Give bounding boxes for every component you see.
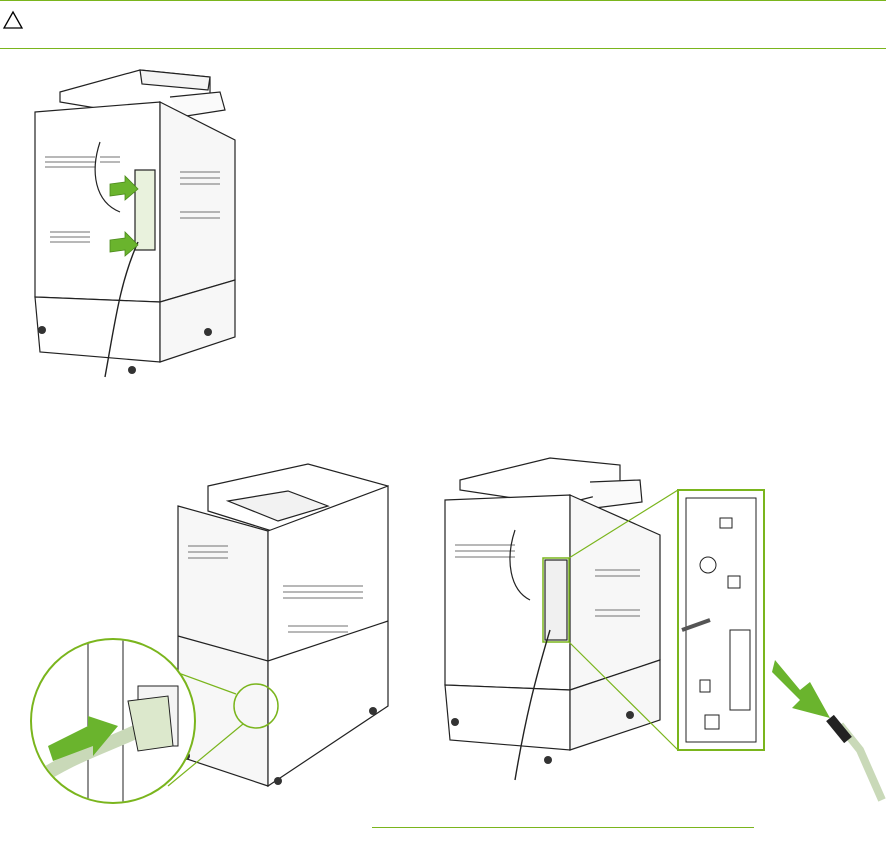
figure-power-cord [28, 456, 420, 806]
footer-link-rule [372, 827, 754, 828]
header-rule-top [0, 0, 886, 1]
warning-triangle-icon [2, 10, 24, 30]
figure-rear-view [20, 62, 250, 382]
header-rule-bottom [0, 48, 886, 49]
figure-network-cable [420, 450, 886, 810]
